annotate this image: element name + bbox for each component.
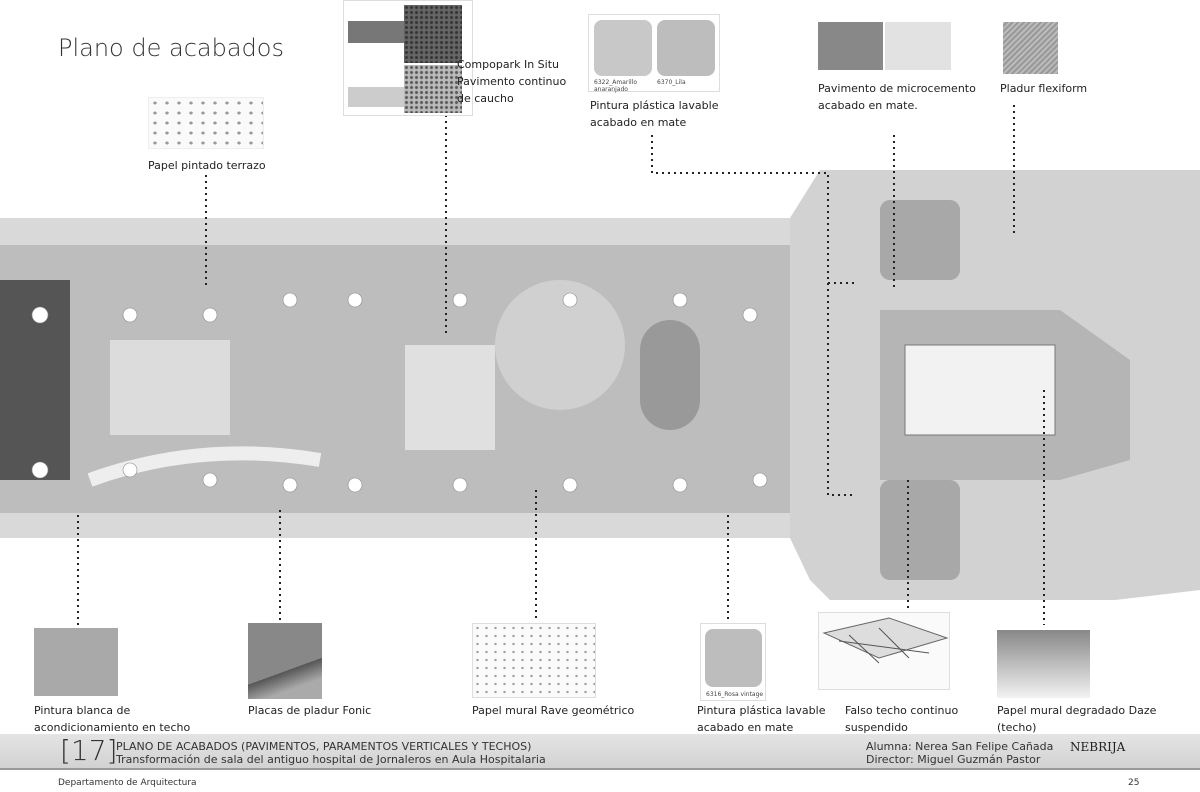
- swatch-label-lila: 6370_Lila: [657, 79, 686, 86]
- paint-swatch-card-top: 6322_Amarillo anaranjado 6370_Lila: [588, 14, 720, 93]
- footer-band: [0, 734, 1200, 770]
- sheet-number: [17]: [60, 734, 118, 767]
- microcemento-light: [885, 22, 951, 70]
- pintura-blanca-texture: [34, 628, 118, 696]
- compopark-sample: [343, 0, 473, 116]
- rave-texture: [472, 623, 596, 698]
- page-number: 25: [1128, 778, 1140, 788]
- label-pintura-blanca-2: acondicionamiento en techo: [34, 721, 191, 734]
- student-name: Alumna: Nerea San Felipe Cañada: [866, 740, 1054, 753]
- label-compopark-1: Compopark In Situ: [457, 58, 559, 71]
- swatch-lila: [657, 20, 715, 76]
- sheet-title: PLANO DE ACABADOS (PAVIMENTOS, PARAMENTO…: [116, 740, 532, 753]
- label-pintura-blanca-1: Pintura blanca de: [34, 704, 131, 717]
- label-pintura-bottom-2: acabado en mate: [697, 721, 794, 734]
- page-title: Plano de acabados: [58, 34, 284, 62]
- microcemento-dark: [818, 22, 883, 70]
- label-pintura-top-2: acabado en mate: [590, 116, 687, 129]
- flexiform-image: [1003, 22, 1058, 74]
- falso-techo-diagram: [818, 612, 950, 690]
- label-microcemento-1: Pavimento de microcemento: [818, 82, 976, 95]
- label-compopark-3: de caucho: [457, 92, 514, 105]
- label-microcemento-2: acabado en mate.: [818, 99, 918, 112]
- swatch-rosa: [705, 629, 762, 687]
- department: Departamento de Arquitectura: [58, 778, 197, 788]
- sheet-subtitle: Transformación de sala del antiguo hospi…: [116, 753, 546, 766]
- paint-swatch-card-bottom: 6316_Rosa vintage: [700, 623, 766, 701]
- label-pintura-bottom-1: Pintura plástica lavable: [697, 704, 826, 717]
- label-compopark-2: Pavimento continuo: [457, 75, 567, 88]
- leader-lines: [77, 105, 1045, 625]
- label-fonic: Placas de pladur Fonic: [248, 704, 372, 717]
- label-pintura-top-1: Pintura plástica lavable: [590, 99, 719, 112]
- university-logo: NEBRIJA: [1070, 740, 1126, 754]
- label-rave: Papel mural Rave geométrico: [472, 704, 635, 717]
- director-name: Director: Miguel Guzmán Pastor: [866, 753, 1041, 766]
- label-daze-1: Papel mural degradado Daze: [997, 704, 1157, 717]
- label-daze-2: (techo): [997, 721, 1037, 734]
- floor-plan-drawing: [0, 170, 1200, 600]
- swatch-amarillo: [594, 20, 652, 76]
- terrazo-texture: [148, 97, 264, 149]
- label-falso-techo-2: suspendido: [845, 721, 908, 734]
- swatch-label-rosa: 6316_Rosa vintage: [706, 691, 764, 698]
- fonic-image: [248, 623, 322, 699]
- label-terrazo: Papel pintado terrazo: [148, 159, 266, 172]
- swatch-label-amarillo: 6322_Amarillo anaranjado: [594, 79, 638, 93]
- label-flexiform: Pladur flexiform: [1000, 82, 1088, 95]
- daze-gradient: [997, 630, 1090, 698]
- label-falso-techo-1: Falso techo continuo: [845, 704, 959, 717]
